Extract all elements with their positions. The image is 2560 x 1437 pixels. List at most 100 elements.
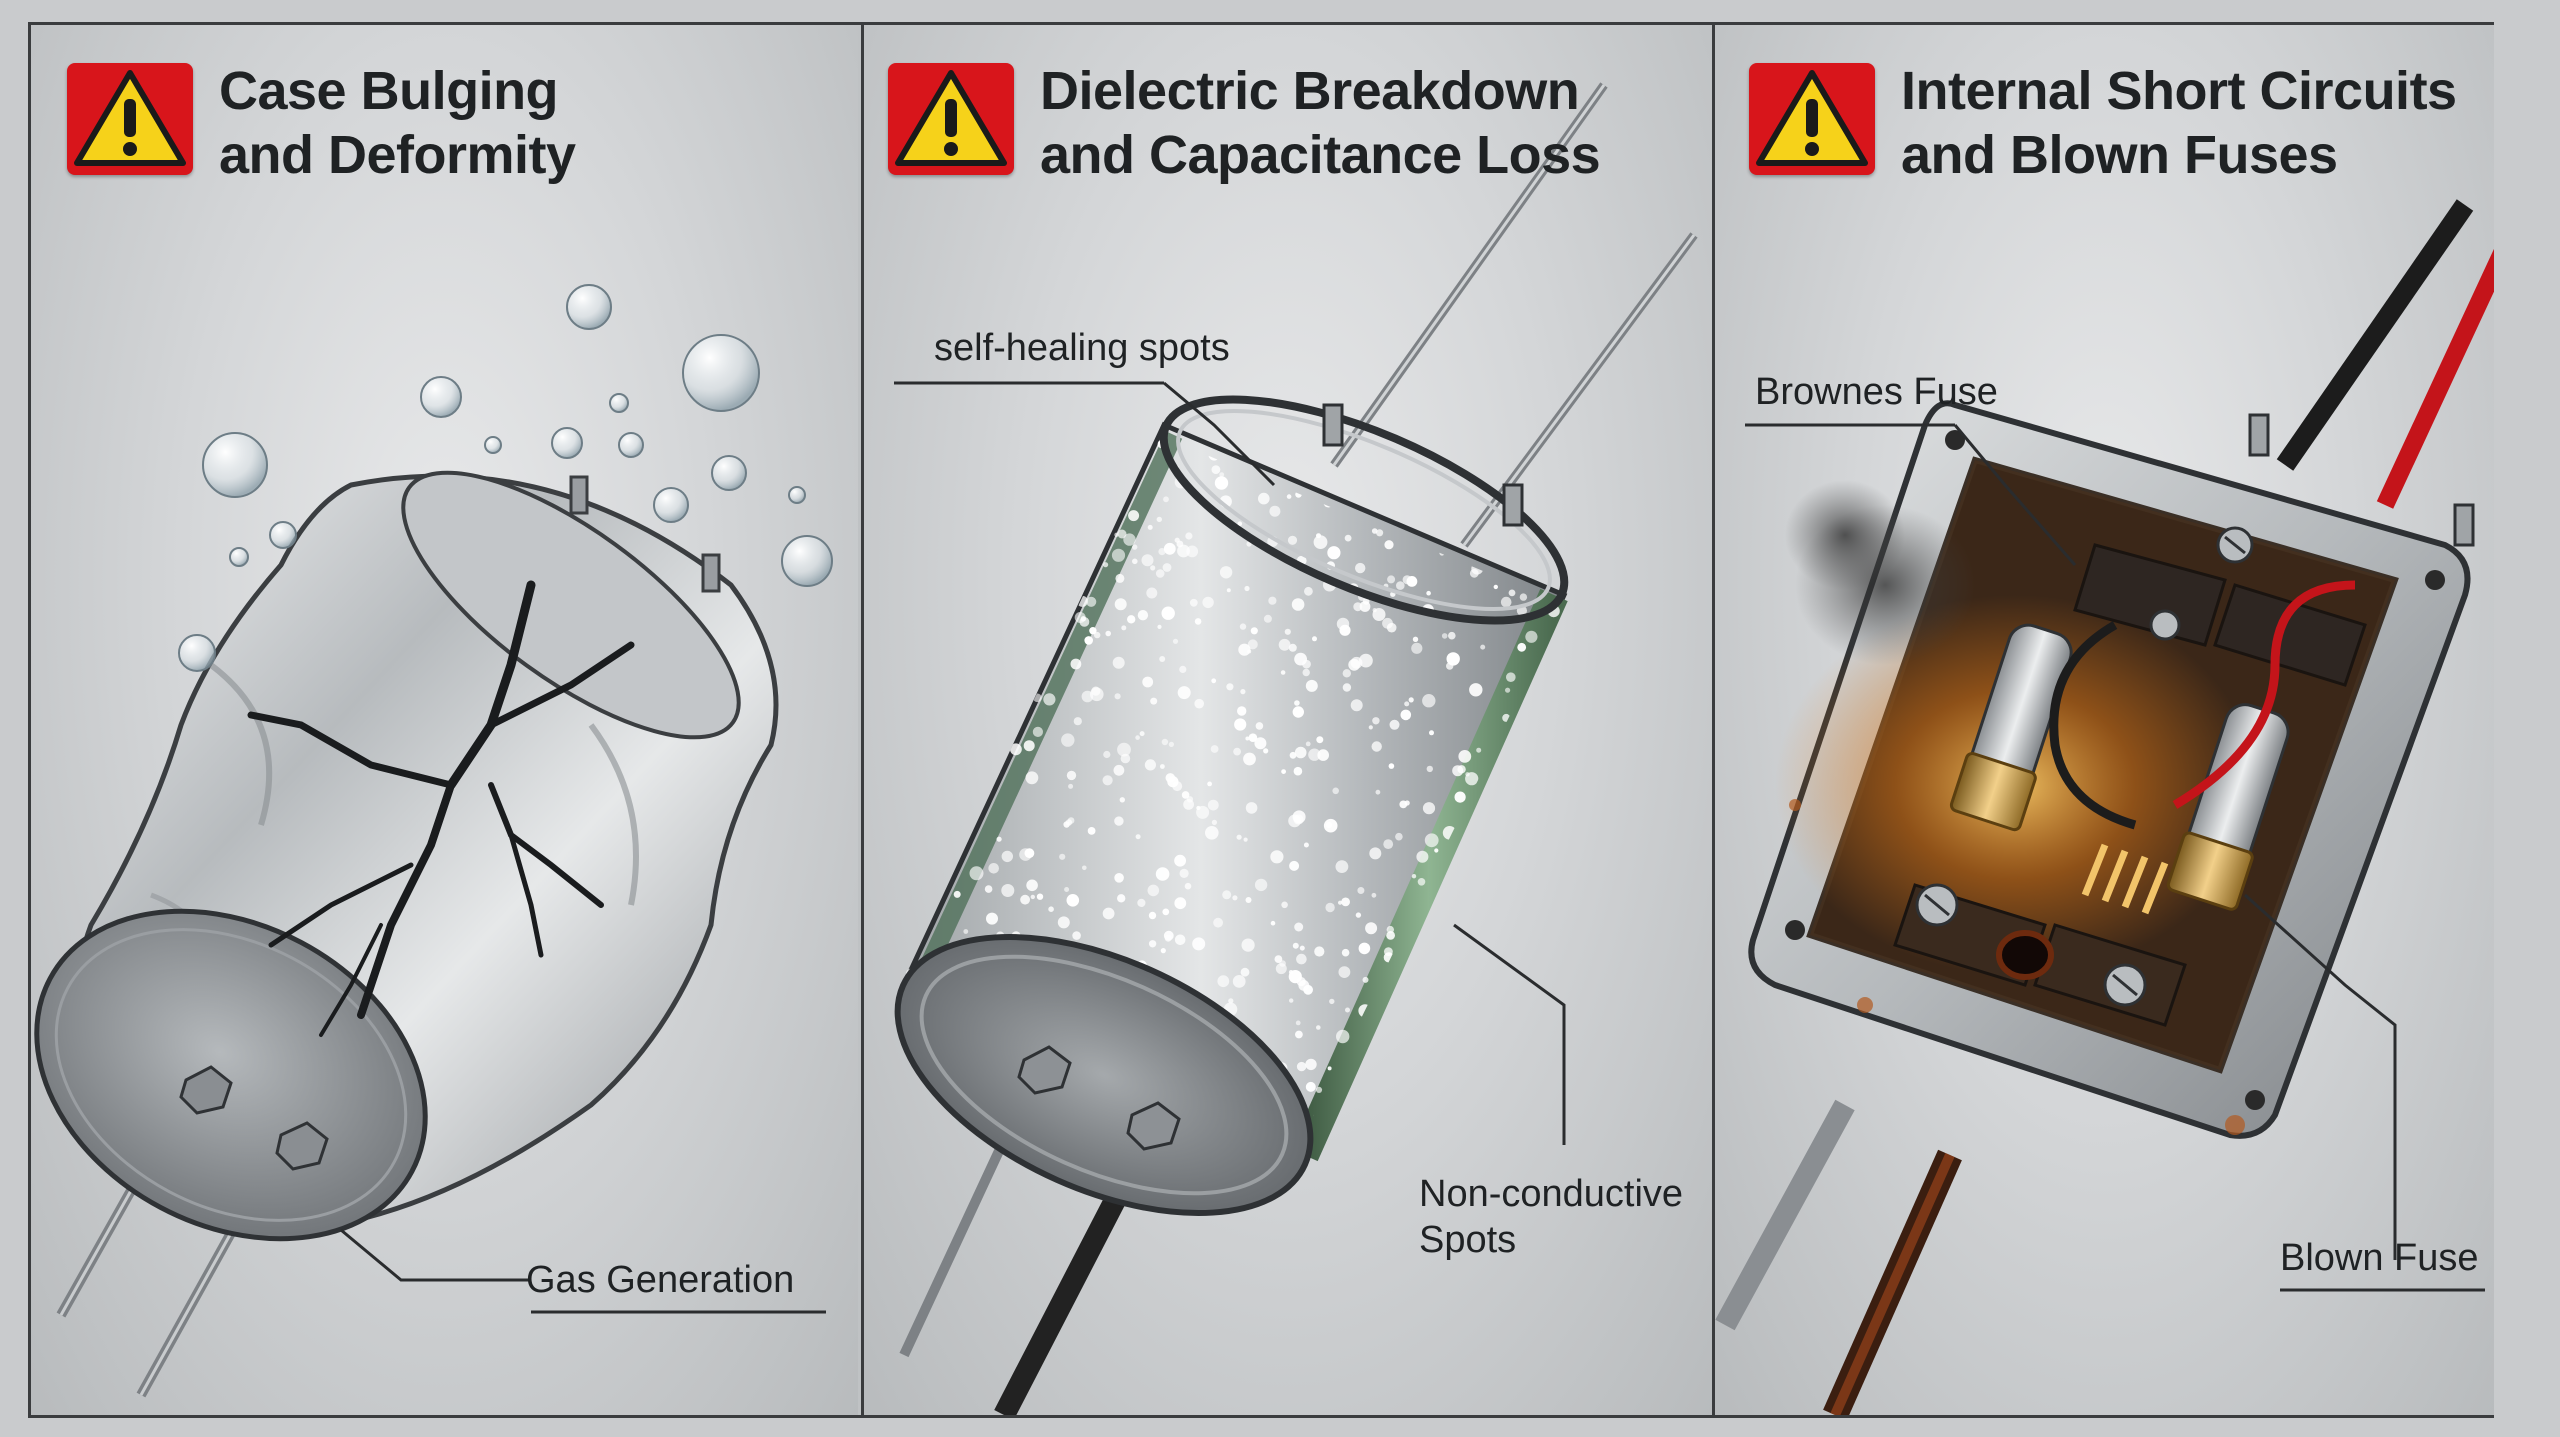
film-spot	[1258, 492, 1270, 505]
film-spot	[1192, 937, 1206, 951]
film-spot	[1422, 802, 1436, 815]
film-spot	[1174, 537, 1180, 543]
film-spot	[1232, 975, 1246, 988]
film-spot	[1480, 644, 1486, 650]
film-spot	[1384, 540, 1394, 550]
film-spot	[1289, 860, 1300, 871]
film-spot	[996, 836, 1002, 842]
film-spot	[1269, 505, 1281, 517]
film-spot	[1245, 897, 1252, 903]
film-spot	[1289, 998, 1294, 1003]
film-spot	[1295, 1030, 1303, 1039]
film-spot	[1338, 900, 1343, 905]
film-spot	[1177, 686, 1191, 700]
film-spot	[1335, 860, 1349, 873]
film-spot	[1240, 689, 1246, 695]
film-spot	[1281, 901, 1288, 909]
label-non-conductive-spots: Non-conductive Spots	[1419, 1173, 1684, 1261]
film-spot	[1408, 697, 1414, 703]
film-spot	[1417, 878, 1426, 886]
film-spot	[1156, 516, 1162, 523]
film-spot	[1296, 953, 1307, 965]
film-spot	[1137, 898, 1146, 908]
film-spot	[1157, 624, 1162, 630]
film-spot	[1281, 769, 1286, 774]
film-spot	[1350, 656, 1363, 669]
film-spot	[1314, 946, 1325, 957]
film-spot	[1406, 576, 1418, 587]
film-spot	[1371, 741, 1382, 752]
film-spot	[1162, 563, 1172, 572]
film-spot	[1358, 942, 1371, 955]
film-spot	[1294, 700, 1300, 706]
film-spot	[1186, 796, 1194, 803]
film-spot	[1115, 573, 1125, 583]
film-spot	[1400, 709, 1412, 721]
film-spot	[1238, 643, 1251, 656]
film-spot	[1411, 874, 1417, 879]
film-spot	[1144, 759, 1156, 771]
film-spot	[1226, 683, 1234, 691]
film-spot	[1155, 867, 1170, 881]
film-spot	[1080, 616, 1087, 622]
film-spot	[1372, 717, 1380, 725]
film-spot	[1411, 642, 1423, 654]
film-spot	[1232, 895, 1238, 901]
panel-title: Dielectric Breakdown and Capacitance Los…	[1040, 61, 1601, 185]
film-spot	[1359, 653, 1373, 668]
diagram-frame: Case Bulging and Deformity Gas Generatio…	[28, 22, 2494, 1418]
film-spot	[1065, 819, 1073, 826]
film-spot	[1210, 745, 1219, 753]
film-spot	[1132, 558, 1138, 565]
film-spot	[1429, 730, 1434, 736]
film-spot	[1081, 690, 1094, 703]
film-spot	[1121, 625, 1127, 631]
film-spot	[1222, 890, 1232, 900]
film-spot	[1103, 562, 1109, 568]
film-spot	[1305, 741, 1311, 747]
film-spot	[1441, 633, 1448, 639]
film-spot	[1159, 656, 1166, 662]
film-spot	[1458, 750, 1472, 763]
film-spot	[1384, 947, 1393, 956]
film-spot	[1119, 797, 1125, 803]
film-spot	[1135, 735, 1140, 740]
film-spot	[1371, 892, 1377, 898]
film-spot	[984, 885, 993, 893]
film-spot	[1342, 683, 1352, 692]
film-spot	[1388, 763, 1395, 769]
film-spot	[1174, 854, 1186, 867]
film-spot	[1117, 894, 1126, 903]
film-spot	[1207, 781, 1212, 787]
warning-triangle-icon	[67, 63, 193, 175]
film-spot	[1241, 938, 1255, 952]
film-spot	[1174, 934, 1186, 946]
film-spot	[1422, 694, 1436, 708]
film-spot	[1508, 589, 1516, 597]
film-spot	[1061, 733, 1075, 747]
film-spot	[1245, 802, 1258, 814]
film-spot	[1164, 934, 1172, 942]
film-spot	[969, 866, 984, 881]
film-spot	[1292, 942, 1299, 949]
film-spot	[1302, 668, 1310, 677]
film-spot	[1317, 749, 1329, 761]
film-spot	[1336, 1029, 1350, 1044]
film-spot	[1117, 529, 1127, 539]
film-spot	[1288, 643, 1297, 652]
film-spot	[1332, 787, 1339, 795]
film-spot	[1113, 764, 1125, 776]
film-spot	[1404, 800, 1410, 806]
film-spot	[1089, 627, 1097, 635]
film-spot	[1064, 887, 1070, 892]
film-spot	[1244, 585, 1250, 592]
film-spot	[1237, 521, 1243, 526]
film-spot	[1424, 833, 1439, 848]
film-spot	[1295, 1020, 1301, 1026]
film-spot	[1291, 598, 1305, 611]
warning-triangle-icon	[1749, 63, 1875, 175]
film-spot	[1280, 670, 1286, 675]
film-spot	[1525, 630, 1538, 643]
film-spot	[1066, 770, 1077, 781]
film-spot	[1239, 623, 1247, 630]
